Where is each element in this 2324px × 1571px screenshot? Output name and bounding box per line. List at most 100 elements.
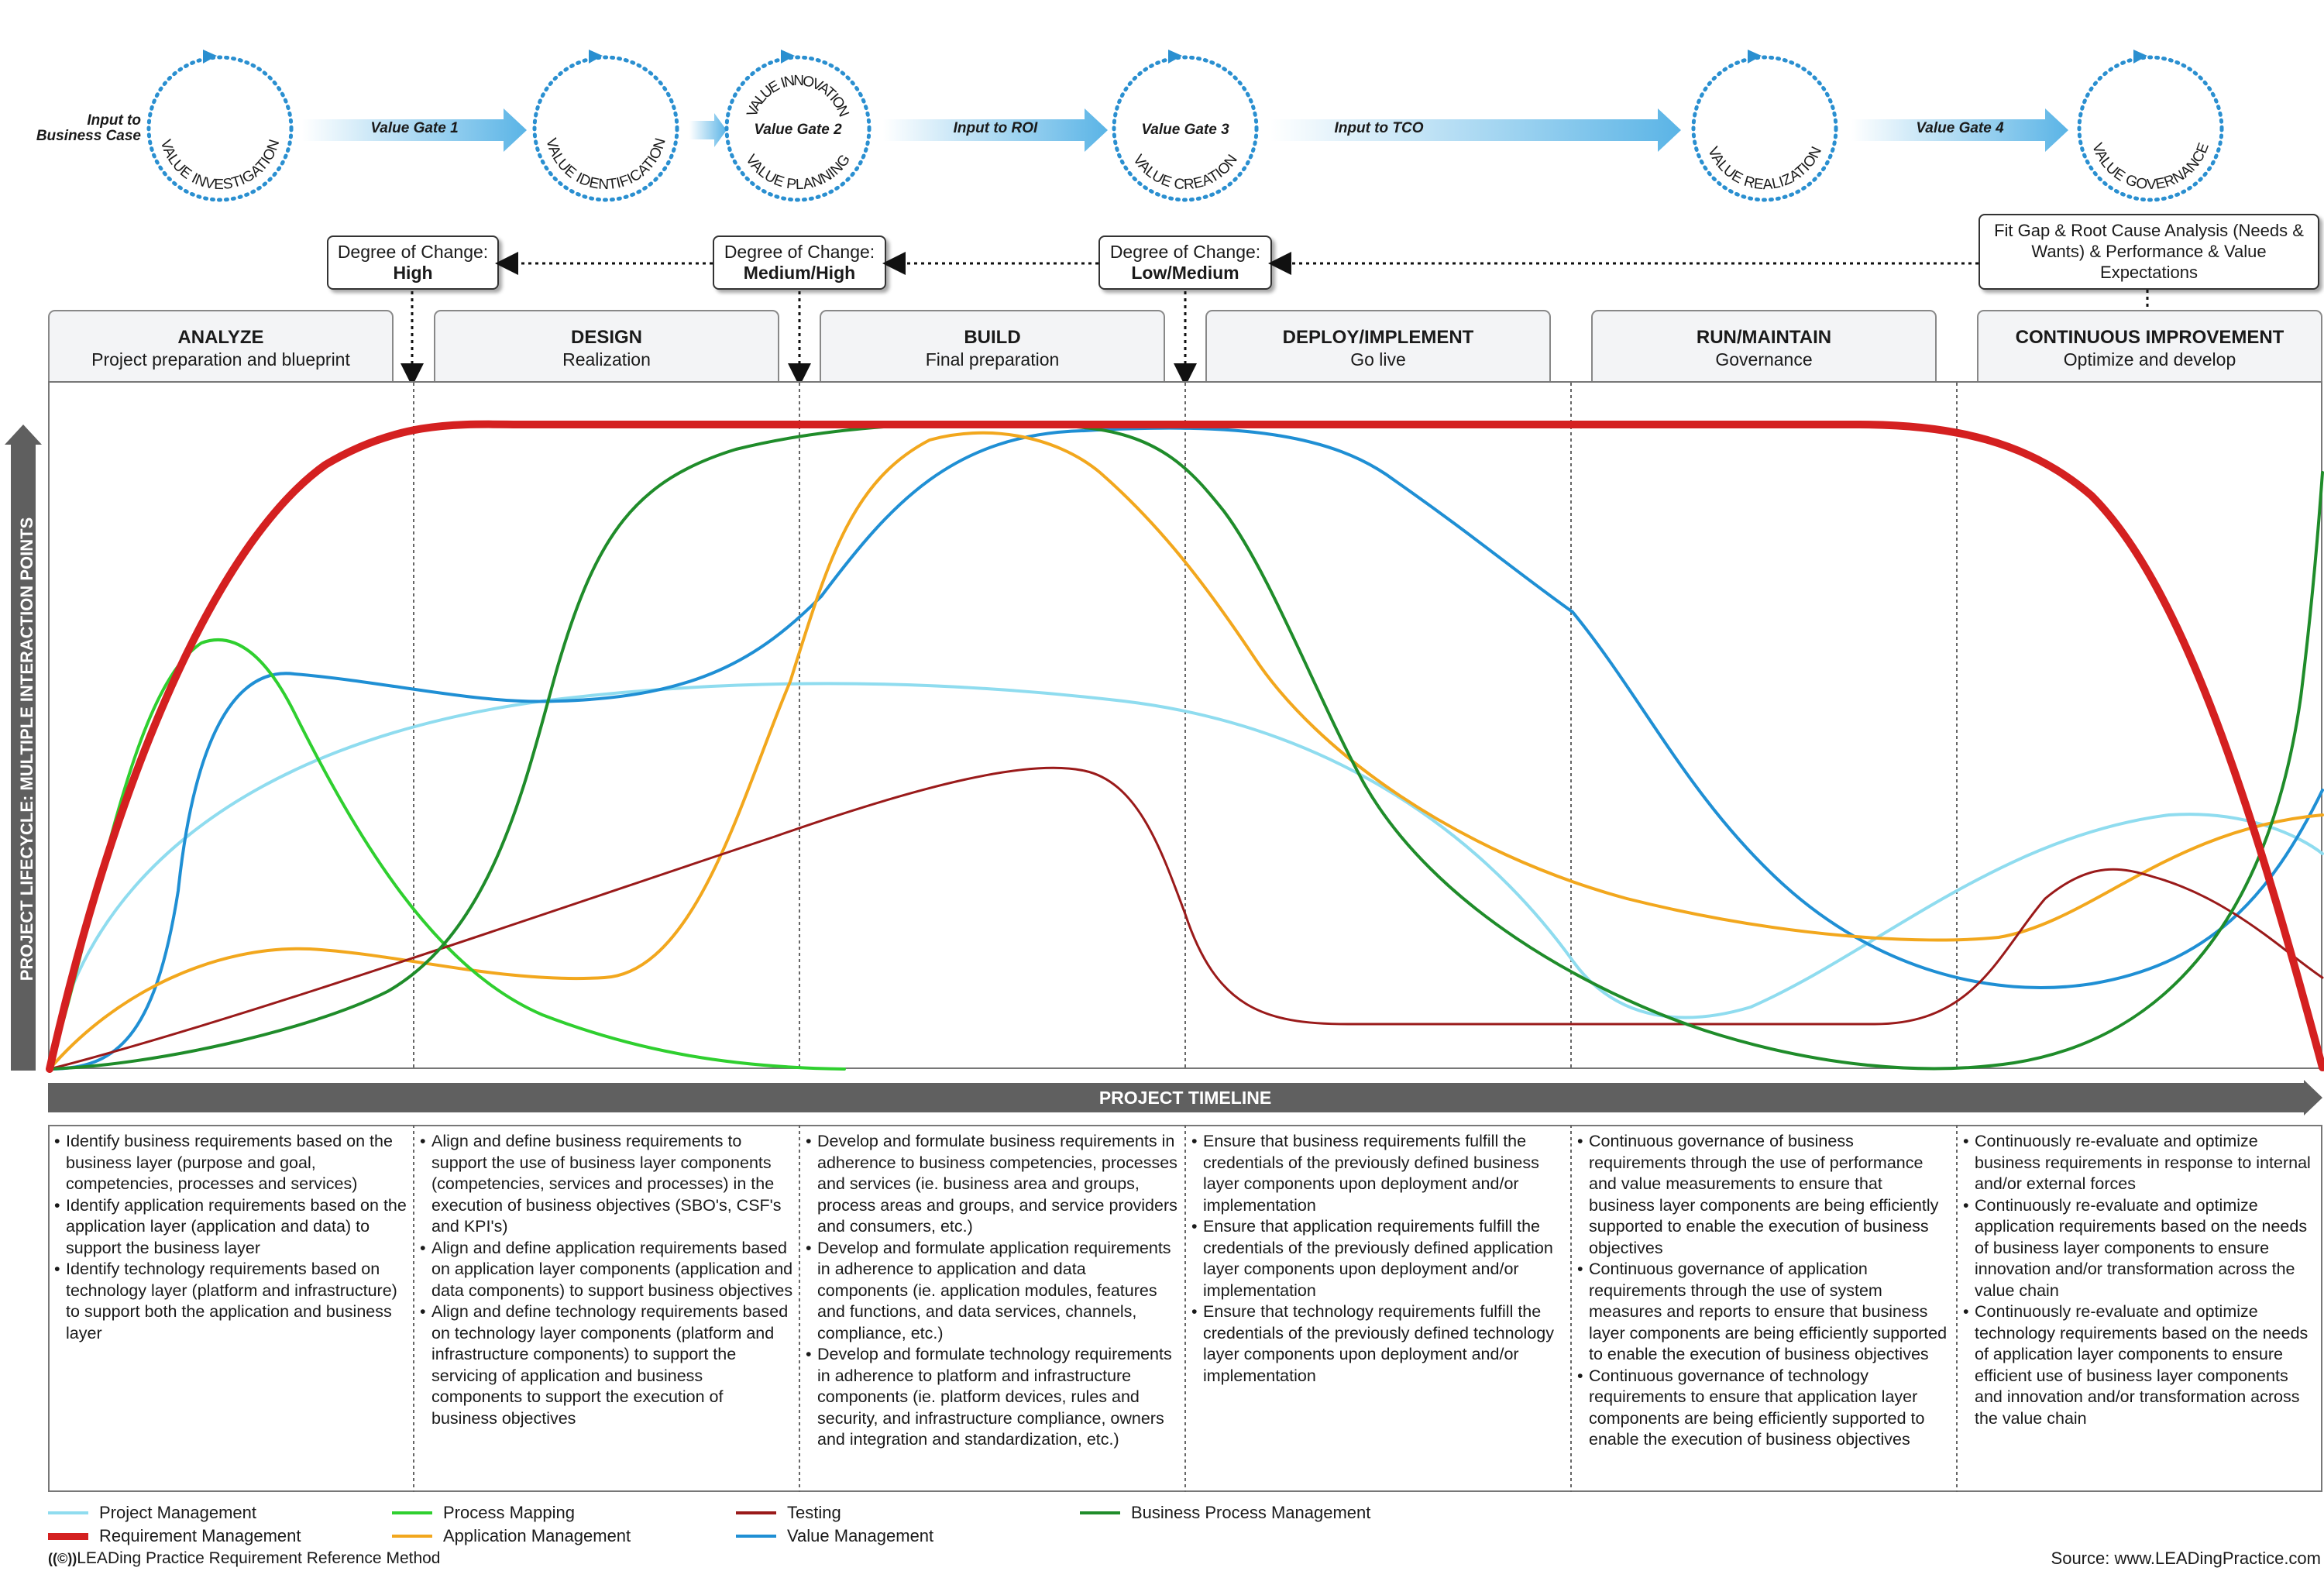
phase-subtitle: Governance	[1715, 349, 1813, 370]
arrow-label-value-gate-1: Value Gate 1	[370, 120, 459, 136]
legend-label: Requirement Management	[99, 1526, 301, 1545]
description-continuous-improvement: Continuously re-evaluate and optimize bu…	[1958, 1131, 2322, 1429]
description-item: Develop and formulate business requireme…	[806, 1131, 1179, 1238]
description-item: Develop and formulate technology require…	[806, 1344, 1179, 1451]
cycle-arrow-icon	[203, 50, 217, 64]
legend-swatch	[736, 1511, 776, 1514]
arrow-input-roi	[883, 108, 1108, 152]
cycle-circle	[1112, 55, 1259, 202]
description-design: Align and define business requirements t…	[415, 1131, 799, 1429]
project-timeline-arrow	[48, 1080, 2322, 1116]
description-item: Ensure that business requirements fulfil…	[1191, 1131, 1565, 1216]
phase-title: ANALYZE	[177, 327, 264, 348]
description-item: Ensure that application requirements ful…	[1191, 1216, 1565, 1301]
description-item: Ensure that technology requirements fulf…	[1191, 1301, 1565, 1387]
arrow-value-gate-4	[1851, 108, 2068, 152]
cycle-circle	[1691, 55, 1838, 202]
phase-title: DESIGN	[570, 327, 642, 348]
degree-label: Degree of Change:	[1109, 242, 1261, 262]
arrow-label-input-roi: Input to ROI	[953, 120, 1038, 136]
legend-label: Value Management	[787, 1526, 934, 1545]
degree-label: Degree of Change:	[724, 242, 875, 262]
degree-value: Low/Medium	[1131, 263, 1239, 283]
arrow-label-value-gate-4: Value Gate 4	[1916, 120, 2004, 136]
phase-subtitle: Go live	[1350, 349, 1406, 370]
copyright-icon: ((©))	[48, 1551, 77, 1566]
legend-label: Business Process Management	[1131, 1503, 1371, 1522]
cycle-arrow-icon	[589, 50, 603, 64]
arrow-to-gate2	[689, 113, 727, 147]
description-item: Continuously re-evaluate and optimize bu…	[1963, 1131, 2316, 1195]
description-item: Continuous governance of application req…	[1577, 1259, 1951, 1366]
degree-value: High	[393, 263, 433, 283]
legend-swatch	[392, 1535, 432, 1538]
arrow-value-gate-1	[302, 108, 527, 152]
phase-title: BUILD	[964, 327, 1021, 348]
footer-left: ((©))LEADing Practice Requirement Refere…	[48, 1549, 441, 1568]
description-item: Identify technology requirements based o…	[54, 1259, 407, 1344]
legend-label: Project Management	[99, 1503, 256, 1522]
cycle-circle	[146, 55, 294, 202]
curve-business-process-management	[48, 421, 2324, 1071]
phase-title: DEPLOY/IMPLEMENT	[1282, 327, 1474, 348]
description-analyze: Identify business requirements based on …	[50, 1131, 414, 1344]
cycle-arrow-icon	[1168, 50, 1182, 64]
lifecycle-curves	[46, 383, 2324, 1073]
description-item: Continuous governance of business requir…	[1577, 1131, 1951, 1259]
description-item: Identify application requirements based …	[54, 1195, 407, 1260]
legend-swatch	[1080, 1511, 1120, 1514]
phase-separators	[413, 383, 1958, 1069]
phase-analyze: ANALYZE Project preparation and blueprin…	[48, 310, 394, 381]
degree-of-change-low-medium: Degree of Change: Low/Medium	[1098, 235, 1272, 290]
description-run: Continuous governance of business requir…	[1573, 1131, 1957, 1451]
degree-connectors	[401, 252, 2149, 387]
circle-center-label: Value Gate 2	[754, 122, 842, 138]
phase-deploy: DEPLOY/IMPLEMENT Go live	[1205, 310, 1551, 381]
input-business-case-label: Input to Business Case	[36, 112, 141, 144]
degree-of-change-high: Degree of Change: High	[327, 235, 499, 290]
curve-process-mapping	[48, 638, 846, 1071]
phase-subtitle: Final preparation	[925, 349, 1060, 370]
phase-subtitle: Project preparation and blueprint	[91, 349, 350, 370]
description-item: Align and define technology requirements…	[420, 1301, 793, 1429]
curve-requirement-management	[46, 420, 2324, 1073]
description-item: Identify business requirements based on …	[54, 1131, 407, 1195]
phase-continuous-improvement: CONTINUOUS IMPROVEMENT Optimize and deve…	[1977, 310, 2322, 381]
legend-label: Process Mapping	[443, 1503, 575, 1522]
cycle-circle	[724, 55, 871, 202]
description-item: Continuously re-evaluate and optimize te…	[1963, 1301, 2316, 1429]
phase-design: DESIGN Realization	[434, 310, 779, 381]
degree-of-change-medium-high: Degree of Change: Medium/High	[713, 235, 886, 290]
cycle-arrow-icon	[1748, 50, 1762, 64]
cycle-circle	[2077, 55, 2224, 202]
description-item: Continuous governance of technology requ…	[1577, 1366, 1951, 1451]
fit-gap-box: Fit Gap & Root Cause Analysis (Needs & W…	[1978, 214, 2319, 290]
project-timeline-label: PROJECT TIMELINE	[1098, 1088, 1272, 1108]
phase-run: RUN/MAINTAIN Governance	[1591, 310, 1937, 381]
legend-swatch	[392, 1511, 432, 1514]
value-arrows	[302, 108, 2068, 152]
description-deploy: Ensure that business requirements fulfil…	[1187, 1131, 1571, 1387]
phase-title: RUN/MAINTAIN	[1696, 327, 1832, 348]
phase-title: CONTINUOUS IMPROVEMENT	[2015, 327, 2284, 348]
footer-left-text: LEADing Practice Requirement Reference M…	[77, 1549, 441, 1567]
curve-testing	[48, 766, 2324, 1071]
curve-project-management	[48, 682, 2324, 1069]
phase-subtitle: Optimize and develop	[2063, 349, 2236, 370]
description-item: Develop and formulate application requir…	[806, 1238, 1179, 1345]
legend-swatch	[48, 1533, 88, 1540]
cycle-arrow-icon	[2133, 50, 2147, 64]
cycle-circle	[532, 55, 679, 202]
description-item: Continuously re-evaluate and optimize ap…	[1963, 1195, 2316, 1302]
legend-swatch	[48, 1511, 88, 1514]
description-build: Develop and formulate business requireme…	[801, 1131, 1185, 1451]
description-separators	[413, 1125, 1958, 1492]
degree-label: Degree of Change:	[337, 242, 489, 262]
legend-label: Testing	[787, 1503, 841, 1522]
footer-right: Source: www.LEADingPractice.com	[2051, 1549, 2321, 1568]
phase-subtitle: Realization	[562, 349, 651, 370]
description-item: Align and define application requirement…	[420, 1238, 793, 1302]
cycle-arrow-icon	[781, 50, 795, 64]
phase-build: BUILD Final preparation	[820, 310, 1165, 381]
